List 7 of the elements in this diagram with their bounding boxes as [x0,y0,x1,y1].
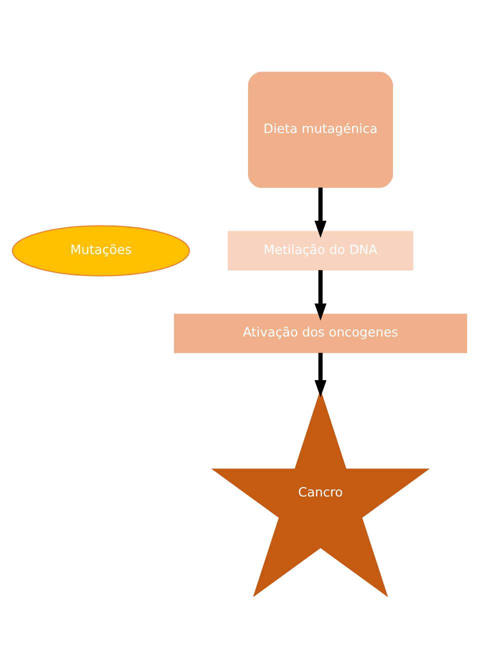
arrow [314,188,326,238]
arrow [314,352,326,398]
arrow [314,270,326,321]
node-box: Metilação do DNA [228,231,414,271]
node-box: Ativação dos oncogenes [174,314,468,354]
node-box: Dieta mutagénica [248,72,393,188]
node-ellipse: Mutações [12,225,190,276]
